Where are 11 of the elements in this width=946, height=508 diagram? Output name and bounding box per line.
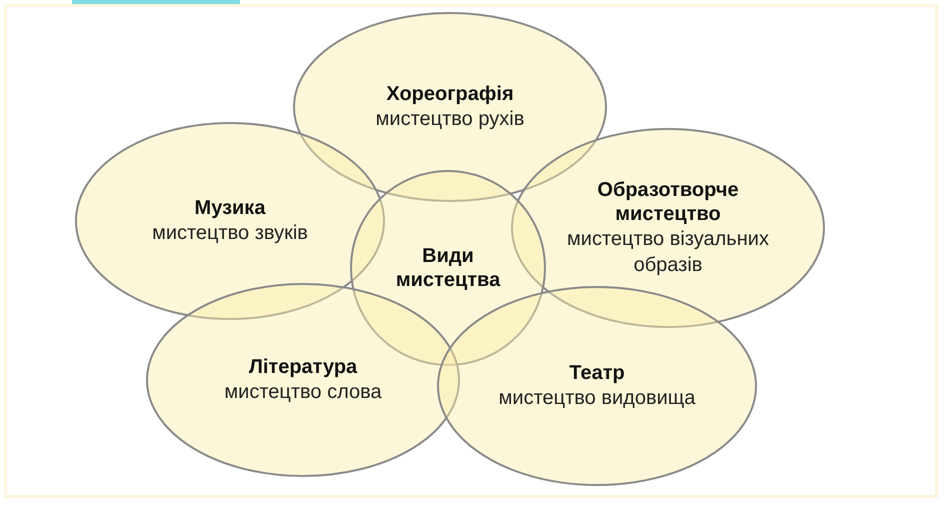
ellipse-description: мистецтво рухів — [376, 107, 524, 132]
ellipse-heading: Образотворче мистецтво — [596, 178, 740, 226]
ellipse-description: мистецтво слова — [224, 380, 382, 405]
ellipse-description: мистецтво візуальних образів — [566, 227, 770, 278]
ellipse-heading: Хореографія — [386, 82, 514, 106]
ellipse-description: мистецтво звуків — [152, 221, 308, 246]
ellipse-heading: Види мистецтва — [394, 244, 502, 292]
ellipse-heading: Музика — [194, 196, 266, 220]
ellipse-heading: Література — [248, 355, 358, 379]
ellipse-heading: Театр — [569, 361, 625, 385]
ellipse-description: мистецтво видовища — [498, 386, 696, 411]
